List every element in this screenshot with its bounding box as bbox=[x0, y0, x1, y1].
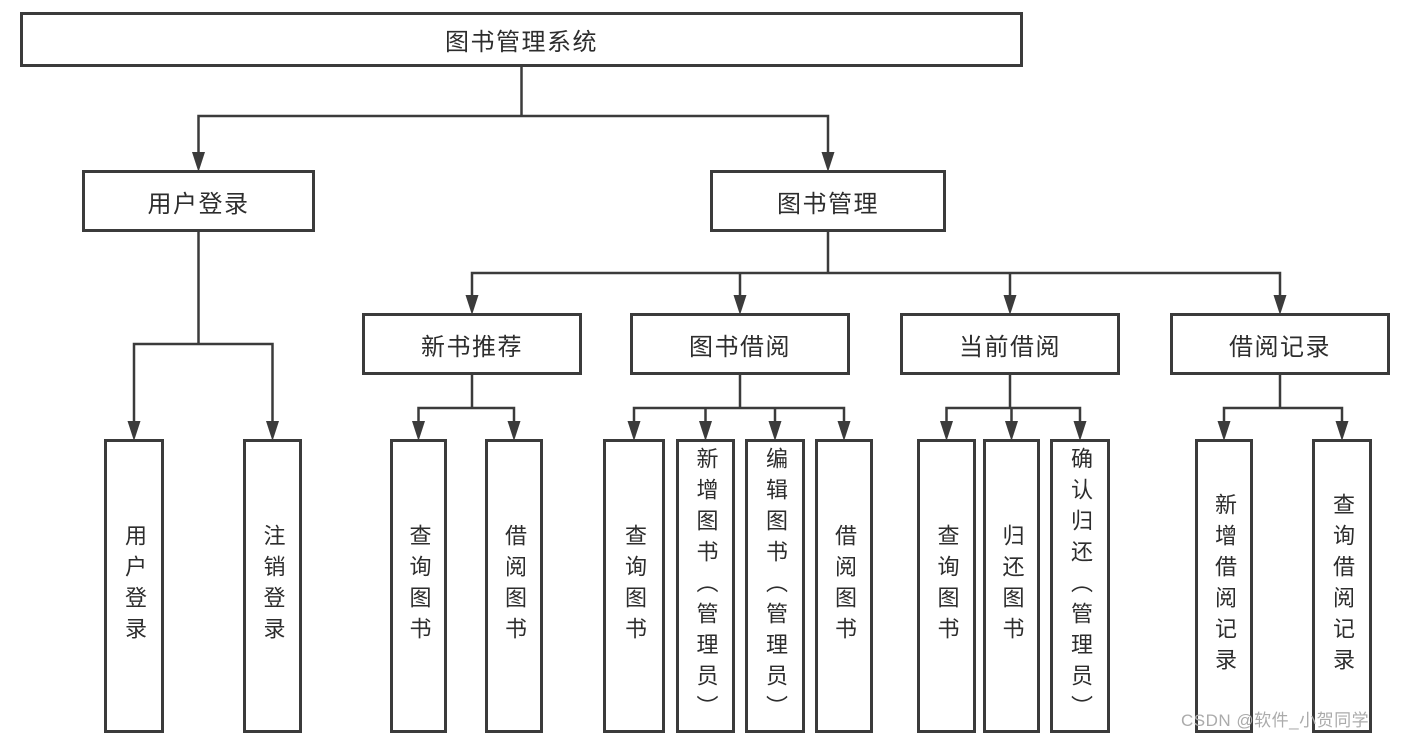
node-label: 查询图书 bbox=[406, 524, 432, 648]
arrowhead-down-icon bbox=[940, 421, 953, 441]
arrowhead-down-icon bbox=[837, 421, 851, 441]
node-label: 借阅记录 bbox=[1229, 333, 1331, 361]
node-label: 编辑图书（管理员） bbox=[763, 446, 788, 726]
node-records: 借阅记录 bbox=[1170, 313, 1390, 375]
node-nb-query: 查询图书 bbox=[390, 439, 447, 733]
node-label: 注销登录 bbox=[260, 524, 286, 648]
node-root: 图书管理系统 bbox=[20, 12, 1023, 67]
watermark-text: CSDN @软件_小贺同学 bbox=[1181, 711, 1370, 730]
node-label: 当前借阅 bbox=[959, 333, 1061, 361]
edge-mgmt bbox=[465, 230, 1287, 315]
connector-line bbox=[945, 373, 1082, 427]
node-cu-query: 查询图书 bbox=[917, 439, 976, 733]
arrowhead-down-icon bbox=[627, 421, 641, 441]
node-label: 查询图书 bbox=[622, 524, 647, 648]
arrowhead-down-icon bbox=[127, 421, 141, 441]
node-label: 查询借阅记录 bbox=[1330, 493, 1355, 679]
node-label: 查询图书 bbox=[934, 524, 960, 648]
node-bw-edit: 编辑图书（管理员） bbox=[745, 439, 805, 733]
arrowhead-down-icon bbox=[1217, 421, 1231, 441]
connector-line bbox=[470, 230, 1282, 301]
node-cu-return: 归还图书 bbox=[983, 439, 1040, 733]
edge-newbook bbox=[412, 373, 521, 441]
node-bw-query: 查询图书 bbox=[603, 439, 665, 733]
arrowhead-down-icon bbox=[465, 295, 479, 315]
node-label: 借阅图书 bbox=[502, 524, 527, 648]
node-label: 图书管理 bbox=[777, 190, 879, 218]
node-login-logout: 注销登录 bbox=[243, 439, 302, 733]
edge-borrow bbox=[627, 373, 851, 441]
node-label: 新增图书（管理员） bbox=[693, 446, 719, 726]
node-bw-borrow: 借阅图书 bbox=[815, 439, 873, 733]
connector-line bbox=[417, 373, 516, 427]
node-label: 借阅图书 bbox=[832, 524, 857, 648]
arrowhead-down-icon bbox=[821, 152, 835, 172]
connector-line bbox=[632, 373, 846, 427]
node-rc-query: 查询借阅记录 bbox=[1312, 439, 1372, 733]
arrowhead-down-icon bbox=[266, 421, 279, 441]
node-nb-borrow: 借阅图书 bbox=[485, 439, 543, 733]
arrowhead-down-icon bbox=[192, 152, 205, 172]
node-newbook: 新书推荐 bbox=[362, 313, 582, 375]
edge-root bbox=[192, 65, 835, 172]
connector-line bbox=[197, 65, 830, 158]
node-label: 确认归还（管理员） bbox=[1068, 446, 1093, 726]
connector-line bbox=[132, 230, 274, 427]
arrowhead-down-icon bbox=[768, 421, 782, 441]
arrowhead-down-icon bbox=[1335, 421, 1349, 441]
arrowhead-down-icon bbox=[412, 421, 425, 441]
edge-current bbox=[940, 373, 1087, 441]
node-label: 用户登录 bbox=[147, 190, 250, 218]
arrowhead-down-icon bbox=[1273, 295, 1287, 315]
node-rc-add: 新增借阅记录 bbox=[1195, 439, 1253, 733]
node-label: 用户登录 bbox=[122, 524, 147, 648]
node-label: 新增借阅记录 bbox=[1212, 493, 1237, 679]
arrowhead-down-icon bbox=[507, 421, 521, 441]
node-label: 归还图书 bbox=[999, 524, 1025, 648]
node-login: 用户登录 bbox=[82, 170, 315, 232]
edge-login bbox=[127, 230, 279, 441]
node-cu-confirm: 确认归还（管理员） bbox=[1050, 439, 1110, 733]
node-label: 图书管理系统 bbox=[445, 29, 598, 56]
arrowhead-down-icon bbox=[699, 421, 712, 441]
connector-line bbox=[1222, 373, 1344, 427]
arrowhead-down-icon bbox=[733, 295, 747, 315]
arrowhead-down-icon bbox=[1073, 421, 1087, 441]
arrowhead-down-icon bbox=[1005, 421, 1018, 441]
edge-records bbox=[1217, 373, 1349, 441]
node-label: 新书推荐 bbox=[421, 333, 523, 361]
node-mgmt: 图书管理 bbox=[710, 170, 946, 232]
node-login-user: 用户登录 bbox=[104, 439, 164, 733]
node-current: 当前借阅 bbox=[900, 313, 1120, 375]
node-borrow: 图书借阅 bbox=[630, 313, 850, 375]
arrowhead-down-icon bbox=[1003, 295, 1017, 315]
node-label: 图书借阅 bbox=[689, 333, 791, 361]
node-bw-add: 新增图书（管理员） bbox=[676, 439, 735, 733]
